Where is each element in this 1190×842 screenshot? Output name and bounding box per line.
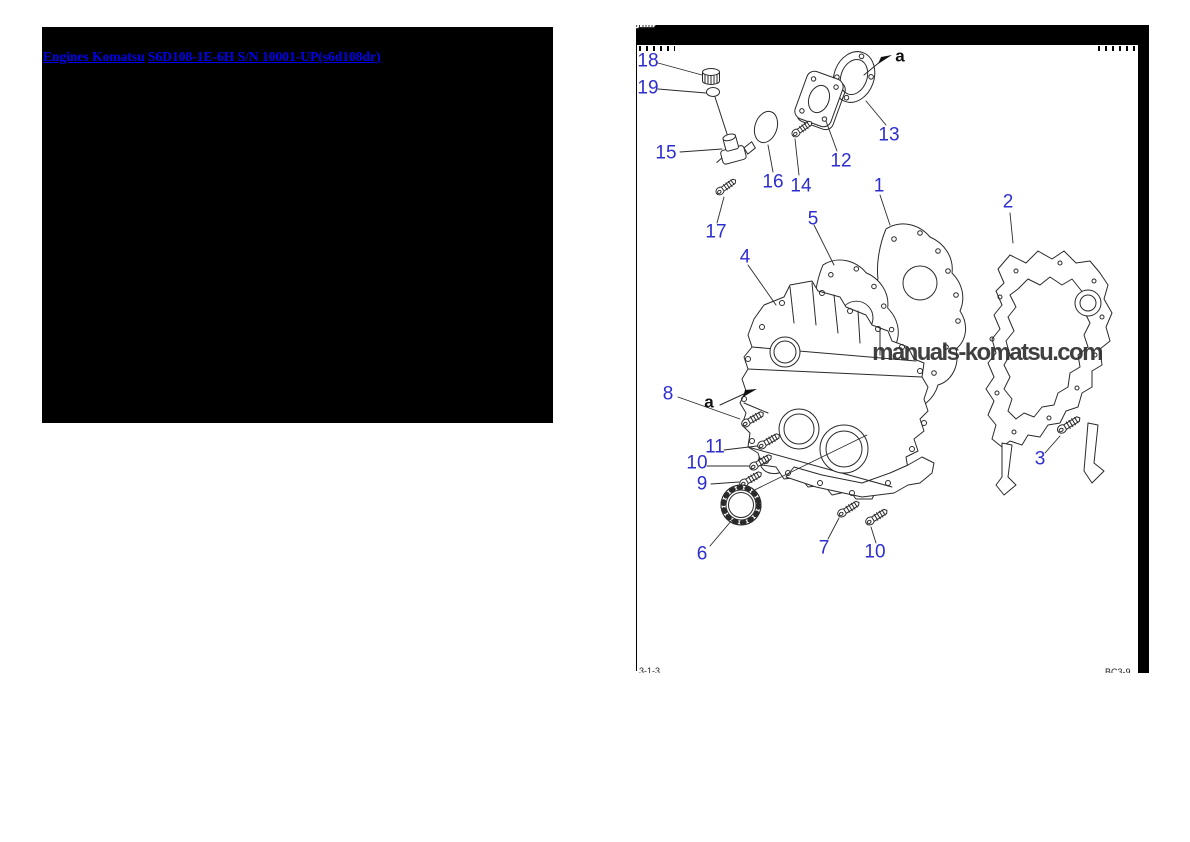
part-callout-15: 15 [655, 142, 677, 164]
part-callout-2: 2 [1002, 191, 1014, 213]
page-top-border [636, 25, 1149, 45]
page-ref-left: 3-1-3 [639, 666, 661, 674]
part-callout-18: 18 [637, 50, 659, 72]
part-callout-3: 3 [1034, 448, 1046, 470]
part-callout-12: 12 [830, 150, 852, 172]
part-10-bolt-b [863, 506, 890, 528]
part-callout-19: 19 [637, 77, 659, 99]
part-callout-9: 9 [696, 473, 708, 495]
part-12-plate [794, 70, 846, 131]
part-18-cap [702, 68, 720, 85]
part-17-bolt [713, 176, 739, 197]
part-2-gasket [985, 250, 1113, 496]
parts-diagram-page: manuals-komatsu.com 18 19 15 17 16 14 12… [636, 25, 1149, 673]
part-callout-14: 14 [790, 175, 812, 197]
part-callout-10b: 10 [864, 541, 886, 563]
engines-komatsu-link[interactable]: Engines Komatsu [43, 49, 145, 64]
part-6-seal [720, 484, 762, 526]
part-callout-10a: 10 [686, 452, 708, 474]
engine-model-link[interactable]: S6D108-1E-6H S/N 10001-UP(s6d108dr) [148, 49, 381, 64]
part-callout-1: 1 [873, 175, 885, 197]
page-left-border [636, 45, 637, 671]
watermark: manuals-komatsu.com [872, 339, 1103, 366]
part-15-breather [716, 133, 756, 165]
part-7-bolt [835, 498, 862, 520]
part-callout-13: 13 [878, 124, 900, 146]
part-13-gasket [832, 51, 876, 103]
page-right-border [1138, 25, 1149, 673]
view-arrow-top [863, 55, 892, 76]
part-callout-5: 5 [807, 208, 819, 230]
part-4-cover [739, 280, 935, 500]
part-16-gasket [753, 110, 779, 144]
part-19-oring [706, 87, 729, 138]
part-callout-11: 11 [705, 436, 725, 458]
crop-ticks-right [1098, 46, 1136, 51]
part-callout-16: 16 [762, 171, 784, 193]
view-arrow-side [719, 389, 757, 406]
view-label-a-side: a [704, 392, 714, 412]
part-callout-8: 8 [662, 383, 674, 405]
part-callout-17: 17 [705, 221, 727, 243]
part-callout-4: 4 [739, 246, 751, 268]
part-callout-6: 6 [696, 543, 708, 565]
catalog-header-panel: Engines Komatsu S6D108-1E-6H S/N 10001-U… [42, 27, 553, 423]
exploded-parts-diagram [636, 25, 1113, 547]
crop-ticks-left [639, 46, 675, 51]
breadcrumb: Engines Komatsu S6D108-1E-6H S/N 10001-U… [43, 49, 549, 64]
callout-leader-lines [657, 62, 1061, 547]
view-label-a-top: a [895, 46, 905, 66]
page-ref-right: BC3-9 [1105, 667, 1131, 674]
part-callout-7: 7 [818, 537, 830, 559]
